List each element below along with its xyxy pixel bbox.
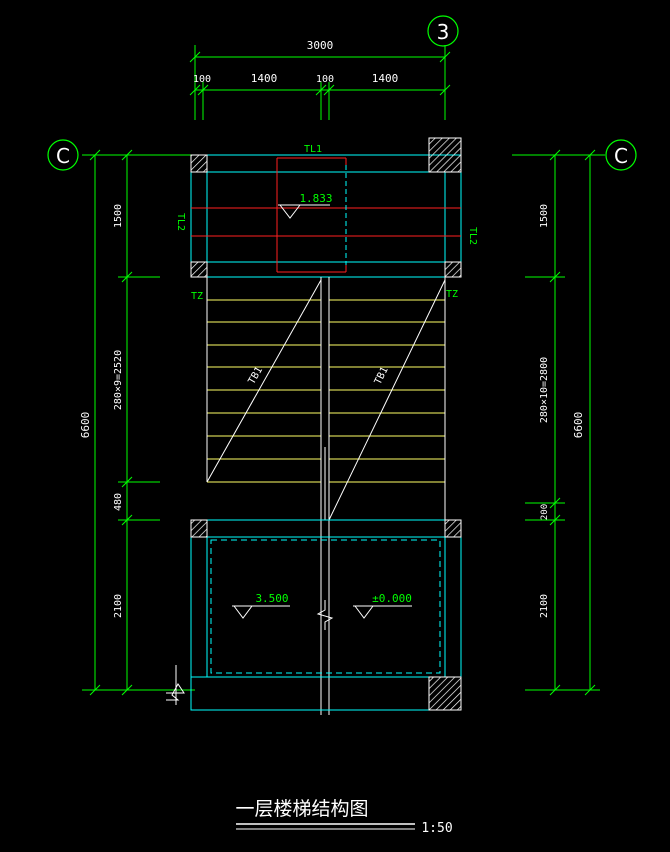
drawing-title: 一层楼梯结构图 <box>235 798 368 820</box>
dim-left-seg3: 480 <box>113 493 124 511</box>
bottom-landing <box>190 519 462 711</box>
column-hatch <box>428 676 462 711</box>
elevation-marker-left <box>232 605 290 619</box>
label-tl2-right: TL2 <box>467 227 478 245</box>
dim-right-seg4: 2100 <box>539 594 550 618</box>
break-mark-center <box>316 600 334 630</box>
label-tl1: TL1 <box>304 144 322 155</box>
right-dimensions <box>512 149 605 696</box>
axis-label-c-left: C <box>56 144 70 168</box>
dim-right-seg2: 280×10=2800 <box>539 357 550 423</box>
dim-right-seg3: 200 <box>540 504 550 520</box>
elevation-left: 3.500 <box>255 592 288 605</box>
axis-label-c-right: C <box>614 144 628 168</box>
drawing-scale: 1:50 <box>421 821 452 836</box>
label-tl2-left: TL2 <box>175 213 186 231</box>
dim-right-seg1: 1500 <box>539 204 550 228</box>
column-hatch <box>190 154 208 173</box>
column-hatch <box>190 261 208 278</box>
slab-outline <box>210 539 441 674</box>
top-landing <box>190 154 462 278</box>
dim-top-seg3: 100 <box>316 74 334 85</box>
dim-top-total: 3000 <box>307 39 334 52</box>
dim-top-seg4: 1400 <box>372 72 399 85</box>
tl2-beam <box>191 157 461 273</box>
axis-label-3: 3 <box>437 20 450 44</box>
label-tb-right: TB1 <box>373 365 391 386</box>
dim-right-total: 6600 <box>572 412 585 439</box>
left-dimensions <box>82 149 195 696</box>
dim-left-total: 6600 <box>79 412 92 439</box>
column-hatch <box>190 519 208 538</box>
dim-left-seg4: 2100 <box>113 594 124 618</box>
elevation-right: ±0.000 <box>372 592 412 605</box>
label-tz-right: TZ <box>446 289 458 300</box>
break-mark-left <box>166 683 185 701</box>
stair-stringers <box>206 277 446 715</box>
dim-top-seg1: 100 <box>193 74 211 85</box>
dim-top-seg2: 1400 <box>251 72 278 85</box>
elevation-marker-top <box>278 204 330 219</box>
label-tz-left: TZ <box>191 291 203 302</box>
dim-left-seg2: 280×9=2520 <box>113 350 124 410</box>
column-hatch <box>444 519 462 538</box>
elevation-top: 1.833 <box>299 192 332 205</box>
column-hatch <box>428 137 462 173</box>
axis-bubble-3 <box>427 15 459 47</box>
stair-treads <box>207 299 445 483</box>
axis-bubble-c-left <box>47 139 79 171</box>
top-dimensions <box>189 45 451 120</box>
elevation-marker-right <box>353 605 412 619</box>
dim-left-seg1: 1500 <box>113 204 124 228</box>
column-hatch <box>444 261 462 278</box>
axis-bubble-c-right <box>605 139 637 171</box>
